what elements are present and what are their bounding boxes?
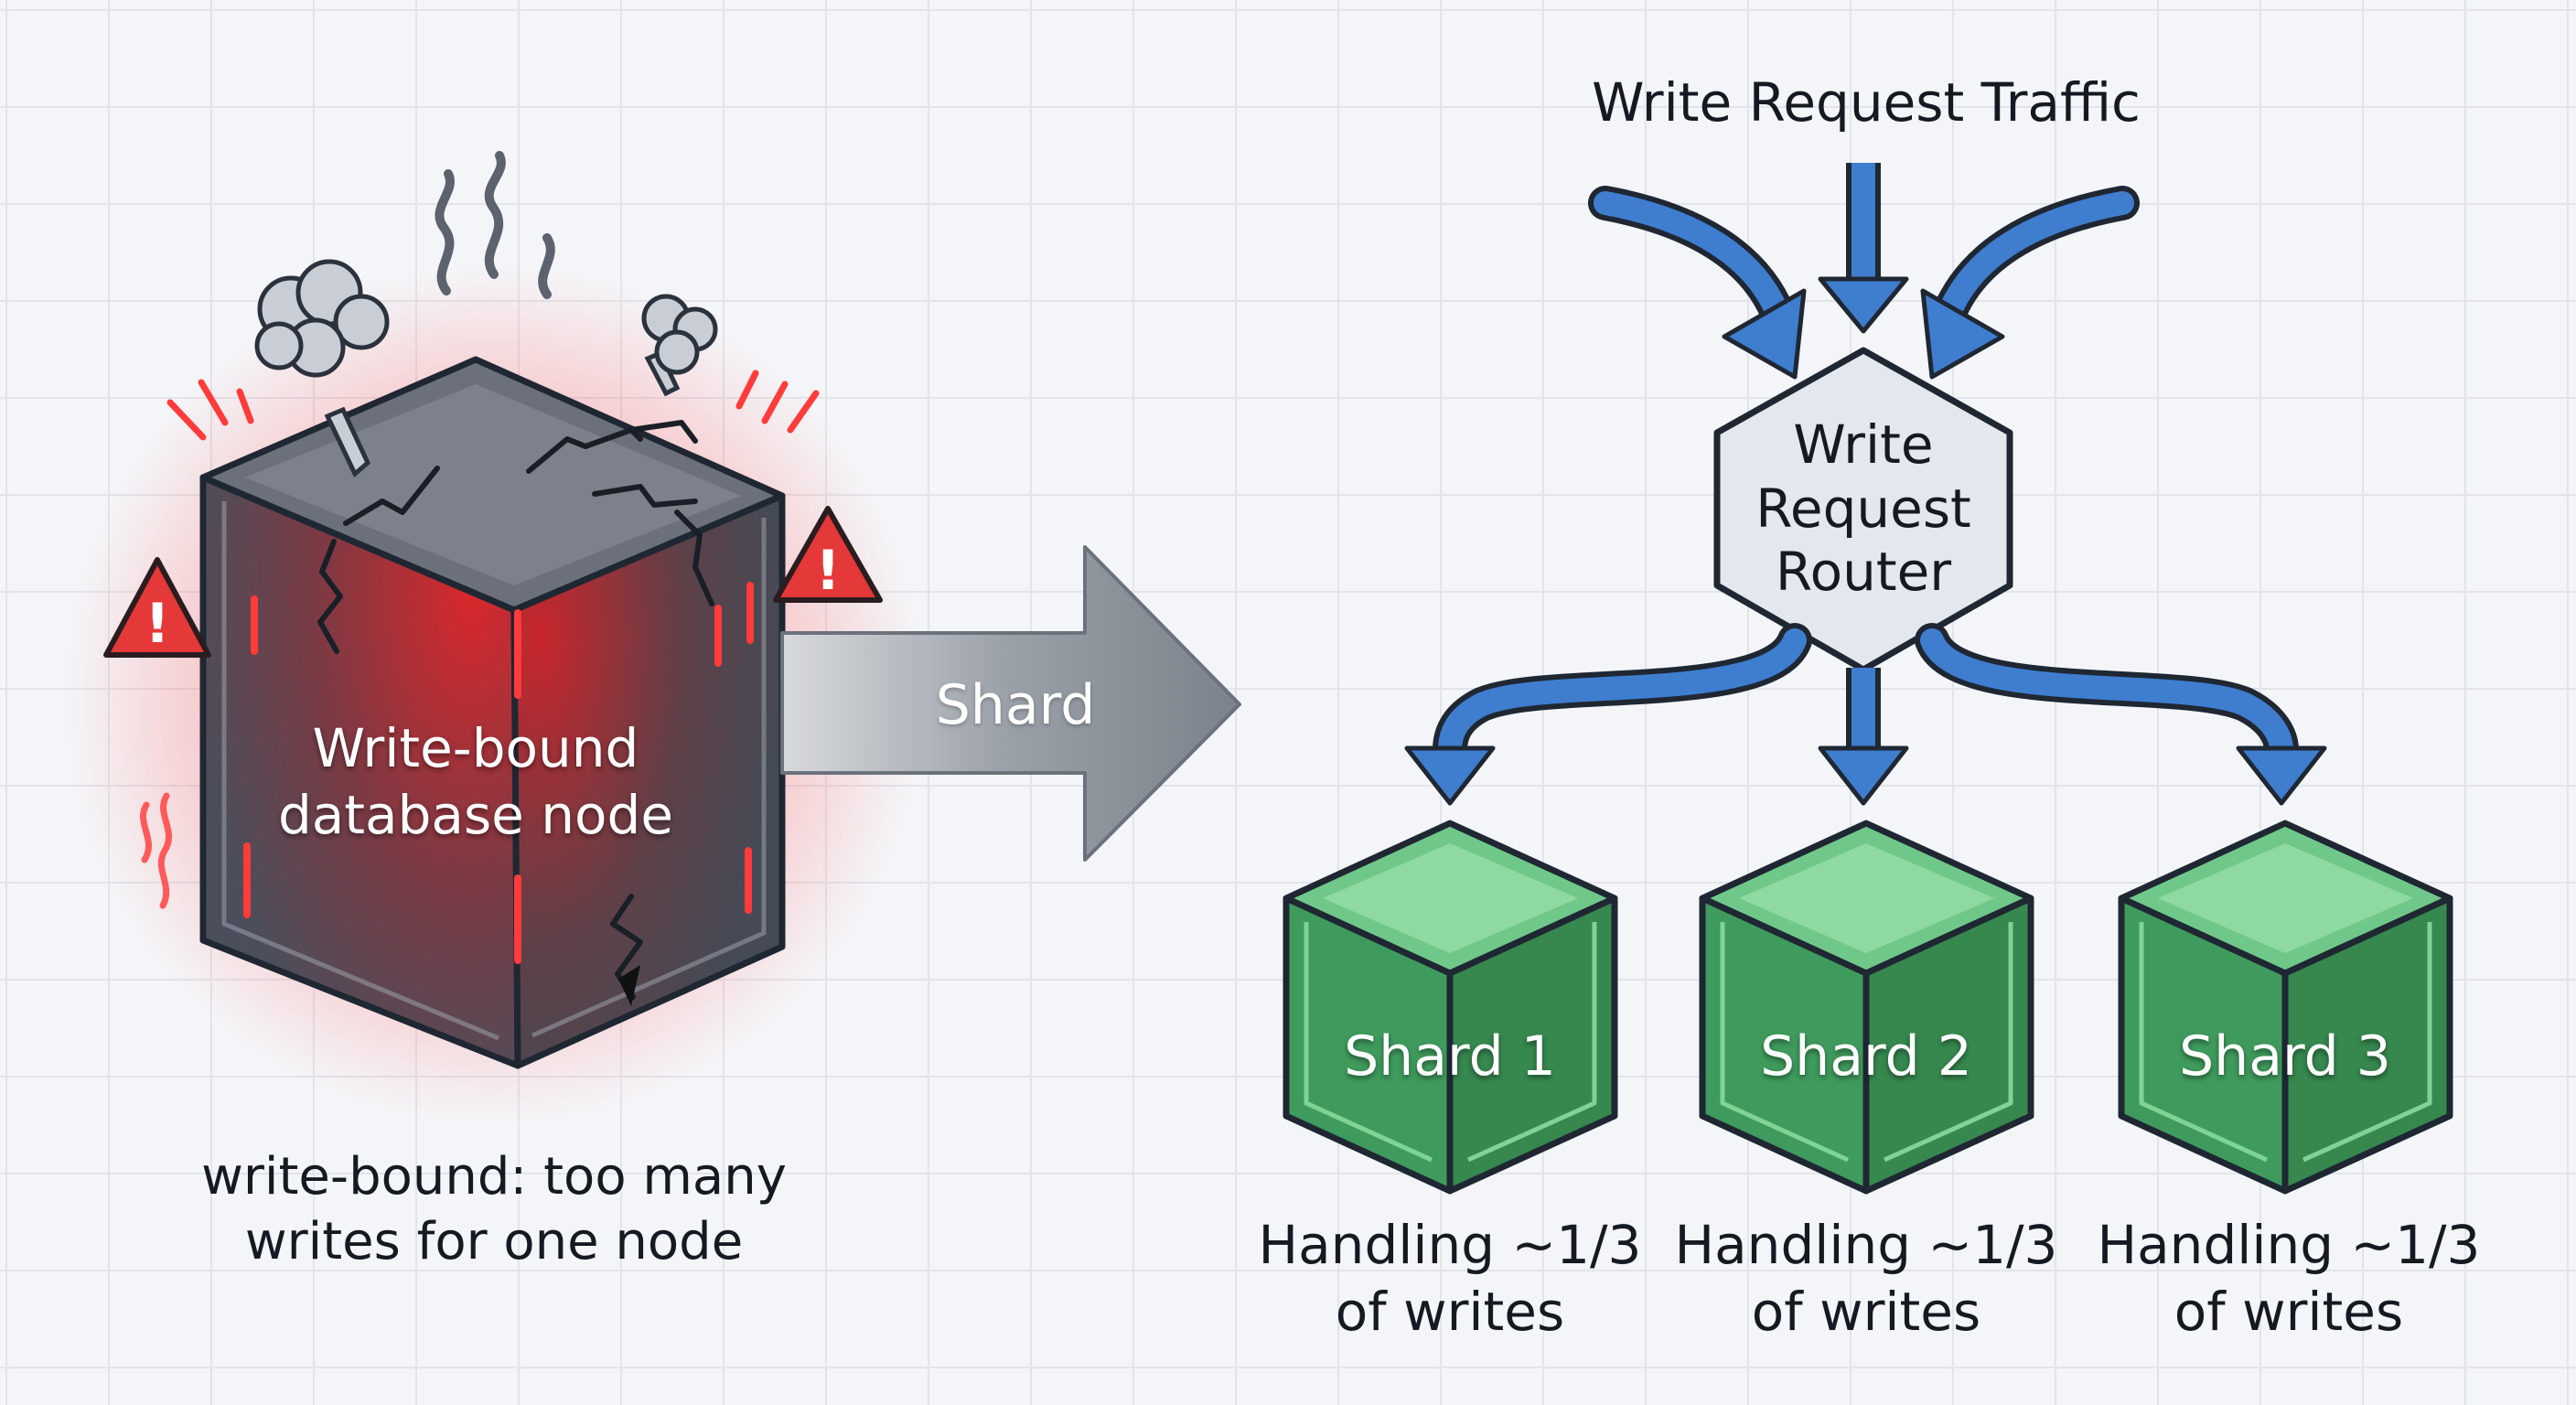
shard-2-caption-line1: Handling ~1/3	[1674, 1214, 2058, 1276]
shard-1-caption-line1: Handling ~1/3	[1258, 1214, 1642, 1276]
traffic-arrows	[1588, 163, 2140, 380]
shard-2-name: Shard 2	[1760, 1024, 1972, 1089]
router-arrow-center	[1818, 668, 1909, 806]
shard-cube-1	[1283, 820, 1618, 1195]
router-label-line2: Request	[1755, 477, 1971, 540]
cube-bevel-left	[221, 501, 499, 1041]
traffic-arrow-right	[1920, 186, 2140, 380]
shard-3-caption: Handling ~1/3 of writes	[2069, 1212, 2508, 1346]
shard-1-name: Shard 1	[1344, 1024, 1556, 1089]
svg-text:!: !	[815, 539, 840, 603]
heat-waves-top	[435, 151, 555, 299]
shard-arrow-label: Shard	[935, 673, 1096, 737]
cube-bevel-right	[531, 518, 767, 1038]
shard-1-caption-line2: of writes	[1335, 1281, 1565, 1344]
shard-cube-2	[1699, 820, 2034, 1195]
traffic-label: Write Request Traffic	[1592, 71, 2141, 134]
overloaded-node-caption: write-bound: too many writes for one nod…	[146, 1145, 842, 1274]
distribution-arrows	[1404, 623, 2327, 806]
cracks	[317, 420, 714, 1000]
overloaded-node-caption-line1: write-bound: too many	[201, 1147, 787, 1207]
cube-top-inset	[245, 384, 741, 585]
shard-2-caption: Handling ~1/3 of writes	[1647, 1212, 2086, 1346]
overloaded-node-label: Write-bound database node	[238, 715, 714, 849]
shard-cube-3	[2118, 820, 2453, 1195]
router-arrow-right	[1915, 623, 2327, 806]
shard-3-caption-line2: of writes	[2174, 1281, 2404, 1344]
shard-3-name: Shard 3	[2179, 1024, 2391, 1089]
crack-chip	[618, 965, 640, 1006]
overloaded-node-caption-line2: writes for one node	[244, 1211, 744, 1271]
overloaded-database-node: ! !	[64, 151, 924, 1125]
traffic-arrow-center	[1818, 163, 1909, 334]
alarm-ticks	[166, 370, 820, 441]
shard-2-caption-line2: of writes	[1751, 1281, 1981, 1344]
overloaded-node-label-line1: Write-bound	[312, 717, 639, 779]
warning-icon: !	[773, 506, 883, 603]
svg-text:!: !	[145, 592, 169, 656]
shard-transition-arrow	[780, 545, 1241, 862]
router-label: Write Request Router	[1726, 413, 2001, 605]
router-label-line3: Router	[1775, 541, 1952, 604]
overloaded-node-label-line2: database node	[277, 784, 674, 847]
traffic-arrow-left	[1588, 186, 1807, 380]
shard-3-caption-line1: Handling ~1/3	[2097, 1214, 2481, 1276]
smoke-right	[641, 294, 718, 397]
smoke-left	[254, 259, 390, 478]
router-arrow-left	[1404, 623, 1812, 806]
shard-1-caption: Handling ~1/3 of writes	[1230, 1212, 1669, 1346]
router-label-line1: Write	[1793, 413, 1934, 476]
stress-lines	[243, 582, 754, 964]
heat-waves-left	[140, 792, 173, 909]
warning-icon: !	[103, 557, 211, 658]
